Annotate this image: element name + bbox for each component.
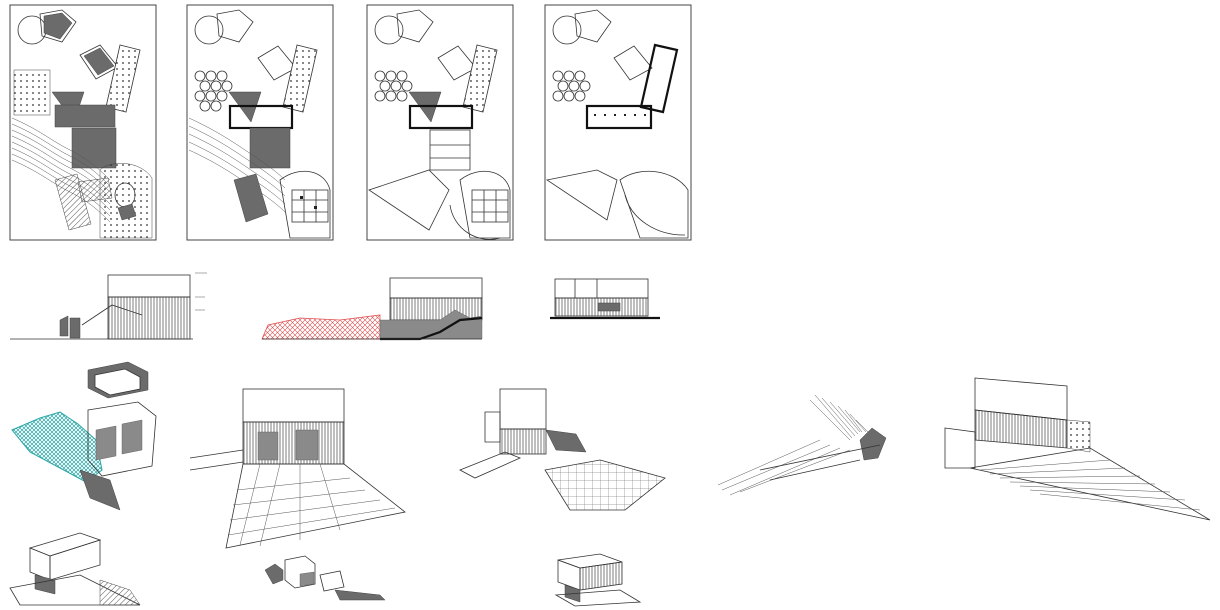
- axon-3: [554, 553, 642, 607]
- plan-sheet-1: [9, 4, 157, 241]
- plan-sheet-2: [186, 4, 334, 241]
- perspective-5: [944, 377, 1211, 521]
- axon-1: [9, 532, 141, 606]
- section-2: [261, 277, 483, 341]
- section-1: [10, 272, 207, 340]
- plan-sheet-3: [366, 4, 514, 241]
- perspective-4: [717, 394, 887, 496]
- plan-sheet-4: [544, 4, 692, 241]
- section-3: [550, 278, 660, 320]
- section-terrain-highlight: [261, 314, 381, 340]
- perspective-2: [189, 388, 406, 549]
- perspective-1: [11, 361, 157, 511]
- terrain-mesh-highlight: [11, 411, 103, 483]
- plan-colonnade-block: [105, 44, 141, 113]
- plan-rooms-cluster: [291, 189, 329, 223]
- perspective-3: [459, 388, 666, 511]
- axon-2: [264, 555, 386, 601]
